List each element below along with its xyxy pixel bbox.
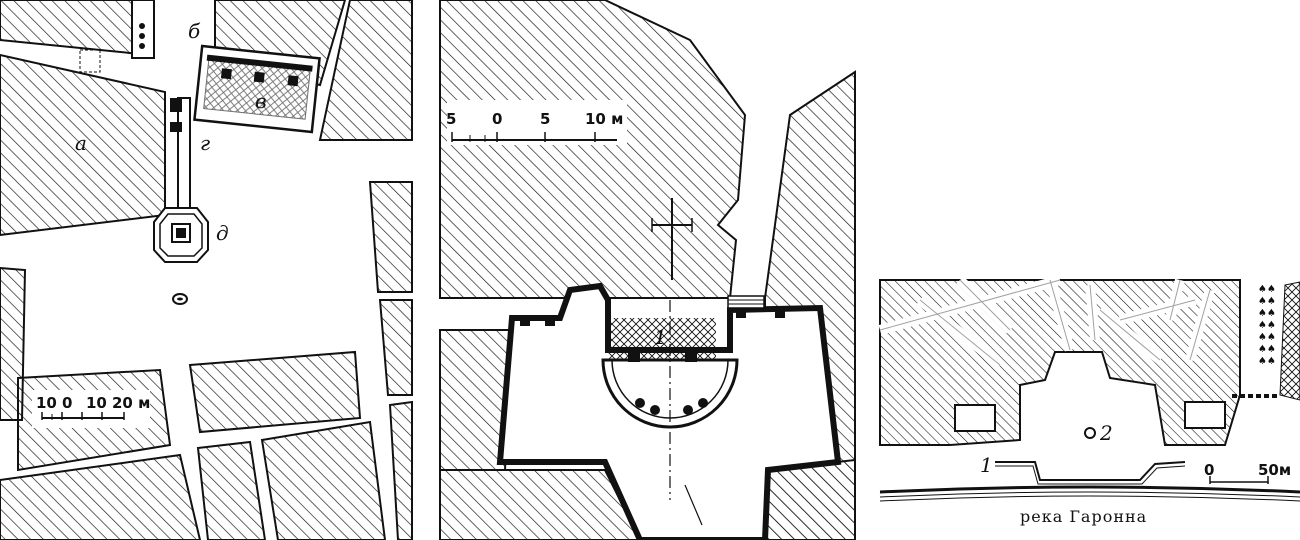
- label-b: б: [188, 19, 201, 43]
- block: [318, 0, 413, 141]
- block: [378, 299, 413, 396]
- block: [368, 181, 413, 293]
- svg-text:♠♠: ♠♠: [1258, 308, 1276, 319]
- pavilion-left: [954, 404, 996, 432]
- label-v: в: [255, 89, 267, 113]
- cross-icon: [651, 198, 693, 280]
- gallery-g: [177, 97, 191, 209]
- svg-text:♠♠: ♠♠: [1258, 296, 1276, 307]
- river-name: река Гаронна: [1020, 507, 1147, 526]
- point-marker: [1084, 427, 1096, 439]
- label-right-2: 2: [1099, 421, 1113, 445]
- scale-left-1: 0: [62, 394, 72, 412]
- plan-right: ♠♠♠♠♠♠ ♠♠♠♠♠♠ ♠♠ 2 1 0 50м река Гаронна: [878, 275, 1300, 526]
- block: [439, 0, 747, 299]
- block: [188, 350, 362, 434]
- block-edge: [131, 0, 155, 59]
- scale-right-1: 50м: [1258, 461, 1291, 479]
- svg-text:♠♠: ♠♠: [1258, 284, 1276, 295]
- scale-left-0: 10: [36, 394, 57, 412]
- scale-mid-3: 10 м: [585, 110, 623, 128]
- plan-left: б в а г д 10 0 10 20 м: [0, 0, 413, 540]
- block: [260, 420, 387, 540]
- plan-middle: 5 0 5 10 м 1: [439, 0, 856, 540]
- label-a: а: [75, 131, 87, 155]
- label-d: д: [216, 221, 229, 245]
- scale-left-3: 20 м: [112, 394, 150, 412]
- scale-right-0: 0: [1204, 461, 1214, 479]
- crosshatch-zone: [608, 318, 716, 360]
- pavilion-right: [1184, 401, 1226, 429]
- scale-mid-1: 0: [492, 110, 502, 128]
- svg-text:♠♠: ♠♠: [1258, 332, 1276, 343]
- label-right-1: 1: [980, 453, 993, 477]
- tree-rows: ♠♠♠♠♠♠ ♠♠♠♠♠♠ ♠♠: [1258, 284, 1276, 367]
- svg-text:♠♠: ♠♠: [1258, 344, 1276, 355]
- river-bank: [879, 485, 1300, 494]
- label-mid-1: 1: [654, 325, 667, 349]
- svg-text:♠♠: ♠♠: [1258, 356, 1276, 367]
- scale-mid-2: 5: [540, 110, 550, 128]
- block: [0, 453, 202, 540]
- embankment: [995, 461, 1186, 481]
- block: [879, 279, 1241, 446]
- block: [0, 0, 151, 57]
- label-g: г: [200, 131, 210, 155]
- scale-mid-0: 5: [446, 110, 456, 128]
- svg-text:♠♠: ♠♠: [1258, 320, 1276, 331]
- block: [196, 440, 267, 540]
- scale-left-2: 10: [86, 394, 107, 412]
- block: [388, 400, 413, 540]
- block: [439, 469, 642, 540]
